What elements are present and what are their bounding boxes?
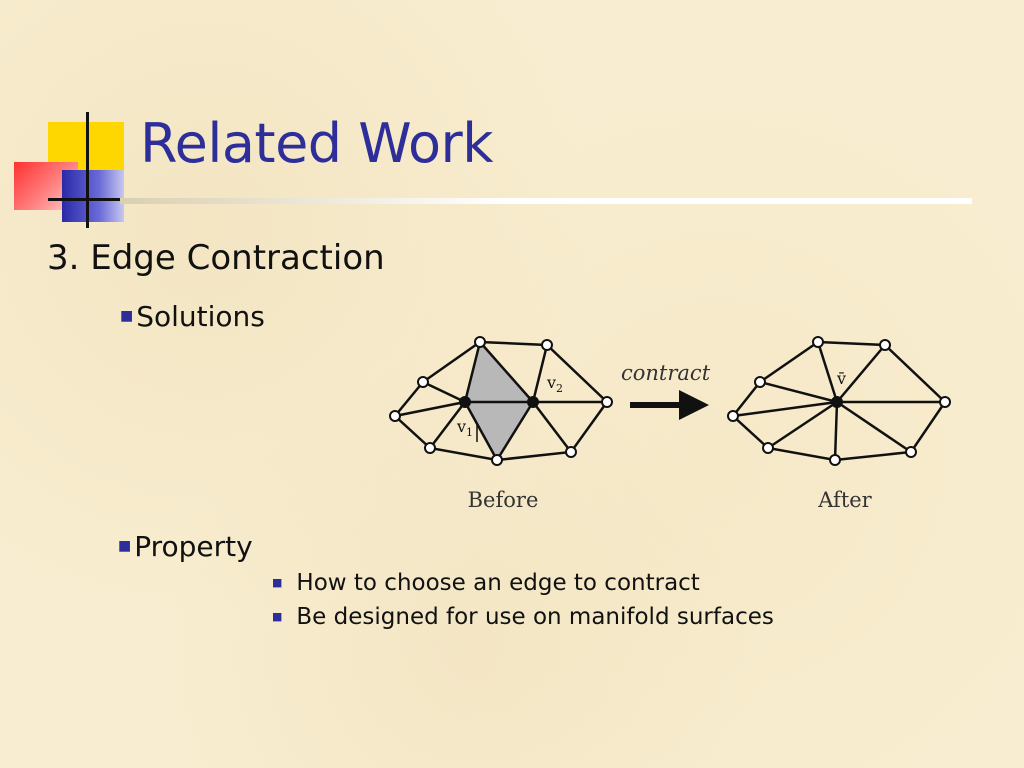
slide-title: Related Work	[140, 112, 494, 175]
bullet-square-icon: ■	[118, 538, 132, 554]
v2-label: v2	[546, 373, 563, 395]
vbar-label: v̄	[836, 369, 846, 388]
logo-vertical-line	[86, 112, 89, 228]
edge-contraction-diagram: v1 v2 contract v̄ Before After	[389, 336, 951, 512]
after-vertices	[727, 336, 951, 466]
logo-horizontal-line	[48, 198, 142, 201]
contract-label: contract	[621, 361, 711, 385]
title-logo-decoration	[0, 0, 150, 240]
bullet-property-label: Property	[134, 530, 253, 563]
before-vertices	[389, 336, 613, 466]
before-mesh	[393, 340, 609, 462]
sub-bullet-square-icon: ■	[272, 610, 283, 623]
shaded-face-upper	[465, 342, 533, 402]
shaded-face-lower	[465, 402, 533, 460]
section-heading: 3. Edge Contraction	[47, 238, 385, 278]
bullet-solutions: ■Solutions	[120, 300, 265, 333]
sub-bullet-text: How to choose an edge to contract	[296, 570, 700, 596]
v1-label: v1	[456, 417, 473, 439]
bullet-property: ■Property	[118, 530, 253, 563]
after-caption: After	[817, 488, 872, 512]
bullet-square-icon: ■	[120, 308, 134, 324]
before-caption: Before	[468, 488, 539, 512]
title-rule	[120, 198, 972, 204]
sub-bullet-text: Be designed for use on manifold surfaces	[296, 604, 774, 630]
sub-bullet-item: ■ How to choose an edge to contract	[272, 570, 700, 596]
sub-bullet-item: ■ Be designed for use on manifold surface…	[272, 604, 774, 630]
logo-blue-square	[62, 170, 124, 222]
bullet-solutions-label: Solutions	[136, 300, 265, 333]
sub-bullet-square-icon: ■	[272, 576, 283, 589]
